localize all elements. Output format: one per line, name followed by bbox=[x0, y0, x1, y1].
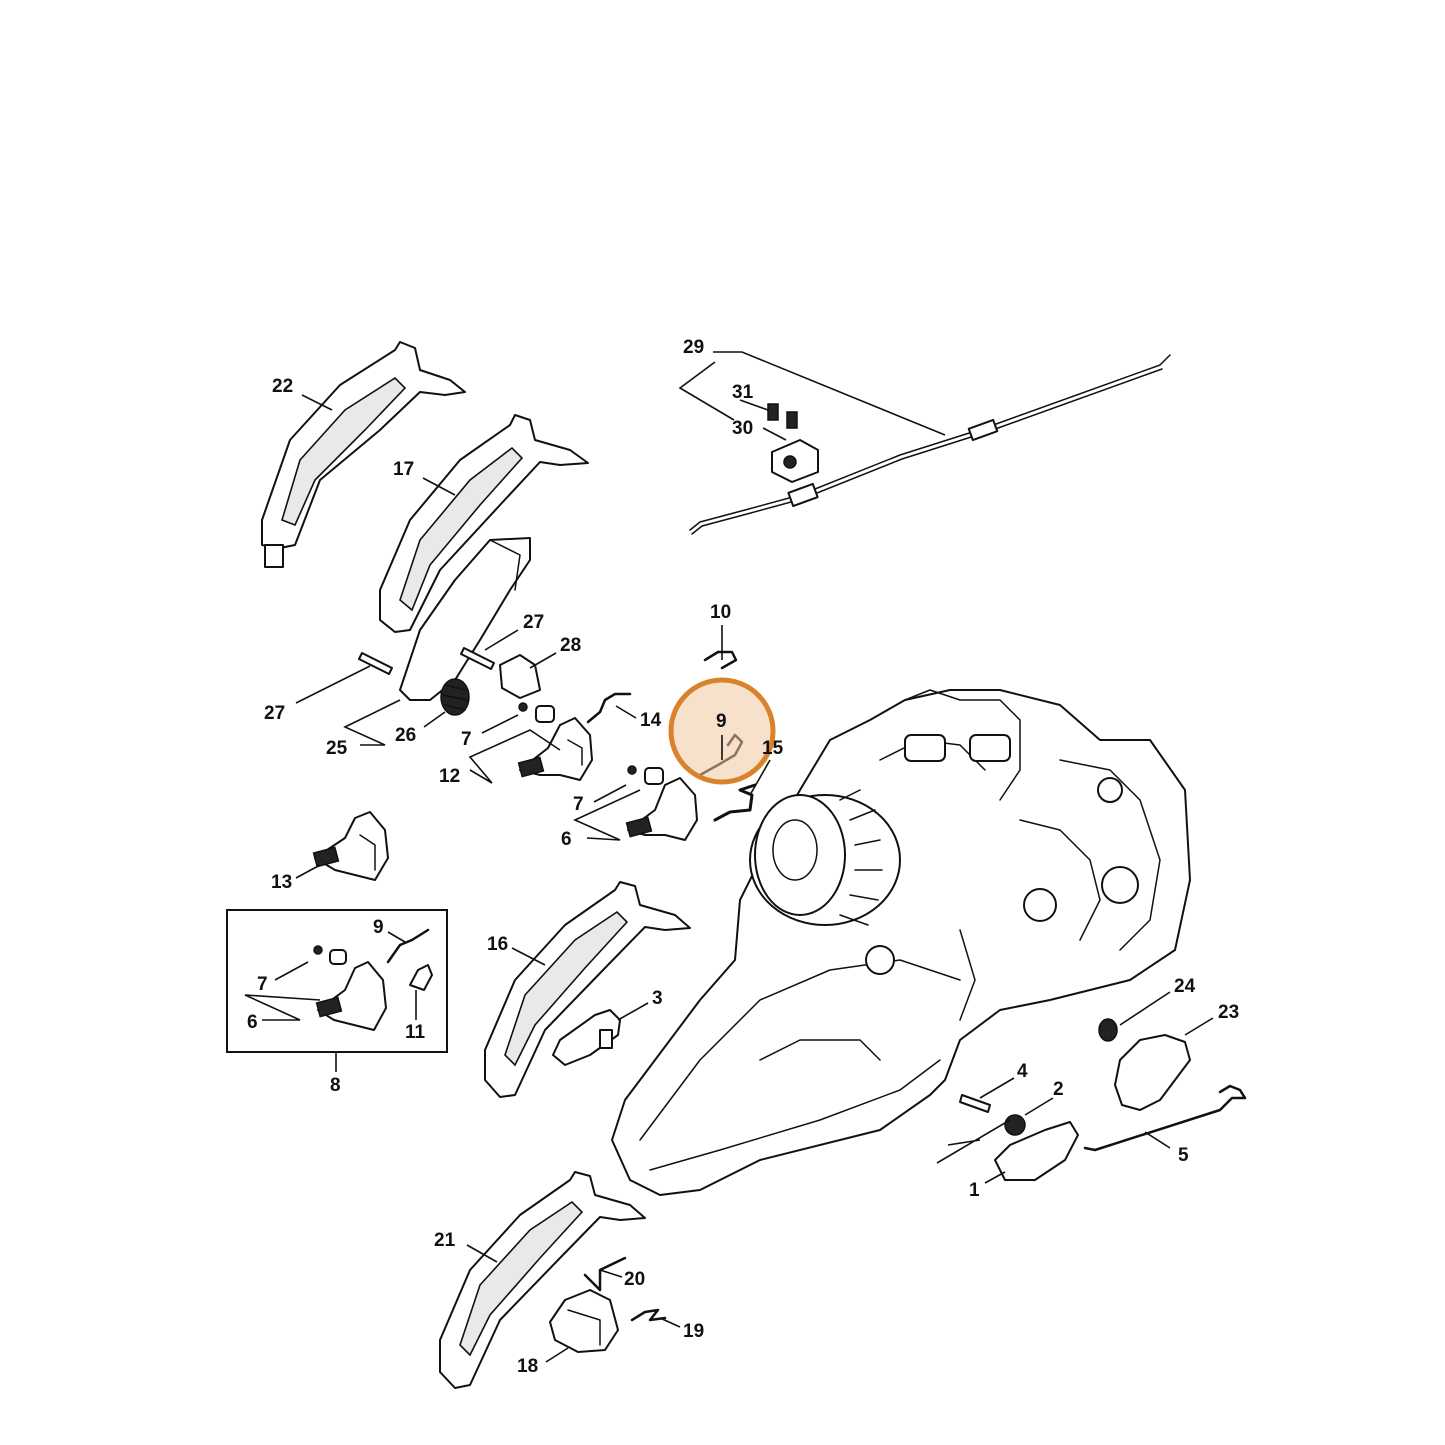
part-19-clip bbox=[630, 1308, 667, 1322]
callout-13: 13 bbox=[271, 872, 292, 893]
spring-2 bbox=[1004, 1114, 1026, 1136]
callout-28: 28 bbox=[560, 635, 581, 656]
part-3 bbox=[552, 1009, 621, 1066]
part-23-lever bbox=[1098, 1018, 1191, 1111]
callout-27b: 27 bbox=[264, 703, 285, 724]
callout-10: 10 bbox=[710, 602, 731, 623]
callout-14: 14 bbox=[640, 710, 662, 731]
part-20-wire bbox=[583, 1256, 627, 1292]
part-10-spring bbox=[703, 650, 738, 670]
part-13-lever bbox=[312, 811, 389, 881]
callout-6a: 6 bbox=[561, 829, 572, 850]
part-15-spring bbox=[713, 783, 757, 822]
leader-lines bbox=[244, 351, 1214, 1363]
callout-30: 30 bbox=[732, 418, 753, 439]
callout-8: 8 bbox=[330, 1075, 341, 1096]
callout-21: 21 bbox=[434, 1230, 456, 1251]
pin-27b bbox=[460, 647, 495, 670]
callout-3: 3 bbox=[652, 988, 663, 1009]
part-14-spring bbox=[586, 692, 632, 724]
callout-1: 1 bbox=[969, 1180, 980, 1201]
callout-9b: 9 bbox=[373, 917, 384, 938]
spring-26 bbox=[440, 678, 470, 716]
callout-17: 17 bbox=[393, 459, 414, 480]
callout-7c: 7 bbox=[257, 974, 268, 995]
callout-2: 2 bbox=[1053, 1079, 1064, 1100]
cable-assembly bbox=[689, 354, 1171, 535]
part-21-handle-cover bbox=[439, 1171, 646, 1389]
part-1-lever bbox=[994, 1121, 1079, 1181]
callout-12: 12 bbox=[439, 766, 460, 787]
callout-24: 24 bbox=[1174, 976, 1196, 997]
pin-27a bbox=[358, 652, 393, 675]
callout-31: 31 bbox=[732, 382, 754, 403]
engine-housing bbox=[611, 689, 1191, 1196]
highlight-circle bbox=[668, 677, 776, 785]
kit-box-8 bbox=[226, 909, 448, 1053]
part-16-handle-cover bbox=[484, 881, 691, 1098]
callout-29: 29 bbox=[683, 337, 704, 358]
callout-22: 22 bbox=[272, 376, 293, 397]
part-5-rod bbox=[1083, 1084, 1247, 1152]
callout-11: 11 bbox=[405, 1022, 426, 1043]
callout-26: 26 bbox=[395, 725, 416, 746]
callout-4: 4 bbox=[1017, 1061, 1028, 1082]
part-22-handle-cover bbox=[261, 341, 466, 568]
callout-19: 19 bbox=[683, 1321, 704, 1342]
part-6-lever bbox=[625, 765, 698, 841]
part-18-block bbox=[549, 1289, 619, 1353]
callout-5: 5 bbox=[1178, 1145, 1189, 1166]
callout-15: 15 bbox=[762, 738, 784, 759]
part-25-handle bbox=[399, 537, 531, 701]
callout-20: 20 bbox=[624, 1269, 645, 1290]
part-17-handle-cover bbox=[379, 414, 589, 633]
callout-16: 16 bbox=[487, 934, 508, 955]
pin-4 bbox=[959, 1094, 991, 1113]
callout-9-highlight: 9 bbox=[716, 711, 727, 732]
callout-23: 23 bbox=[1218, 1002, 1239, 1023]
callout-7a: 7 bbox=[461, 729, 472, 750]
part-12-lever bbox=[517, 702, 593, 781]
callout-7b: 7 bbox=[573, 794, 584, 815]
callout-labels: 22 17 29 31 30 10 27 28 27 26 25 14 7 12… bbox=[247, 337, 1239, 1377]
callout-25: 25 bbox=[326, 738, 348, 759]
callout-18: 18 bbox=[517, 1356, 538, 1377]
callout-27a: 27 bbox=[523, 612, 544, 633]
part-28 bbox=[499, 654, 541, 699]
callout-6b: 6 bbox=[247, 1012, 258, 1033]
